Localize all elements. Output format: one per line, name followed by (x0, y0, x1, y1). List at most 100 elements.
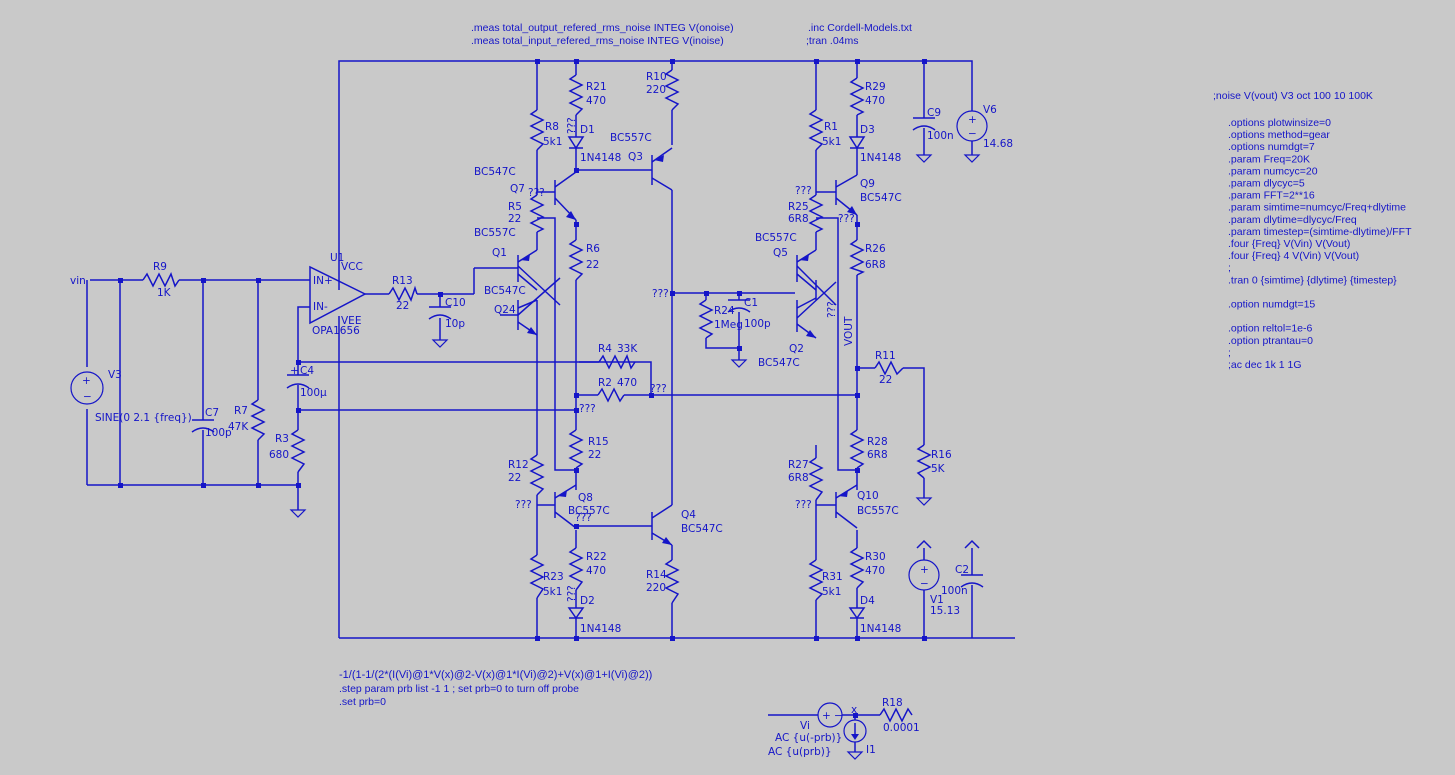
directive-option-line[interactable]: .four {Freq} V(Vin) V(Vout) (1228, 238, 1350, 250)
directive-option-line[interactable]: .param dlytime=dlycyc/Freq (1228, 214, 1357, 226)
Q8-probe-1: ??? (515, 499, 532, 511)
resistor-R18[interactable]: R18 0.0001 (879, 697, 920, 734)
directive-option-line[interactable]: ; (1228, 347, 1231, 359)
transistor-Q9[interactable]: Q9 BC547C ??? ??? (795, 174, 902, 225)
capacitor-C7[interactable]: C7 100p (191, 407, 232, 439)
current-source-I1[interactable]: I1 AC {u(prb)} (768, 719, 876, 758)
resistor-R4[interactable]: R4 33K (598, 343, 638, 370)
diode-D2[interactable]: D2 1N4148 ??? (566, 585, 621, 635)
directive-option-line[interactable]: .option ptrantau=0 (1228, 335, 1313, 347)
net-label-x: x (851, 704, 857, 716)
capacitor-C1[interactable]: C1 100p (727, 297, 771, 330)
source-V6[interactable]: + − V6 14.68 (956, 104, 1013, 150)
resistor-R7[interactable]: R7 47K (228, 399, 266, 441)
directive-option-line[interactable]: .param Freq=20K (1228, 153, 1310, 165)
svg-text:+: + (822, 710, 831, 722)
R4-name: R4 (598, 343, 612, 355)
directive-option-line[interactable]: .param numcyc=20 (1228, 165, 1318, 177)
resistor-R24[interactable]: R24 1Meg (698, 299, 743, 339)
R18-name: R18 (882, 697, 903, 709)
resistor-R9[interactable]: R9 1K (142, 261, 180, 299)
resistor-R30[interactable]: R30 470 (849, 547, 886, 589)
V3-value: SINE(0 2.1 {freq}) (95, 412, 192, 424)
directive-meas-input[interactable]: .meas total_input_refered_rms_noise INTE… (471, 35, 724, 47)
resistor-R28[interactable]: R28 6R8 (849, 429, 888, 469)
directive-option-line[interactable]: .four {Freq} 4 V(Vin) V(Vout) (1228, 250, 1359, 262)
resistor-R21[interactable]: R21 470 (568, 74, 607, 116)
D2-value: 1N4148 (580, 623, 621, 635)
Vi-value: AC {u(-prb)} (775, 732, 842, 744)
resistor-R14[interactable]: R14 220 (646, 559, 680, 604)
D2-name: D2 (580, 595, 595, 607)
directive-set[interactable]: .set prb=0 (339, 696, 386, 708)
directive-option-line[interactable]: .param dlycyc=5 (1228, 178, 1305, 190)
directive-option-line[interactable]: .options numdgt=7 (1228, 141, 1315, 153)
source-Vi[interactable]: + − Vi AC {u(-prb)} (775, 702, 843, 744)
capacitor-C4[interactable]: + C4 100µ (286, 365, 327, 399)
resistor-R29[interactable]: R29 470 (849, 77, 886, 116)
Q4-name: Q4 (681, 509, 696, 521)
source-V1[interactable]: + − V1 15.13 (908, 539, 960, 617)
directive-tran[interactable]: ;tran .04ms (806, 35, 859, 47)
source-V3[interactable]: + − V3 SINE(0 2.1 {freq}) (70, 369, 192, 424)
resistor-R27[interactable]: R27 6R8 (788, 457, 824, 501)
resistor-R11[interactable]: R11 22 (874, 350, 904, 386)
resistor-R10[interactable]: R10 220 (646, 69, 680, 111)
Q8-probe-2: ??? (575, 512, 592, 524)
resistor-R26[interactable]: R26 6R8 (849, 239, 886, 276)
resistor-R31[interactable]: R31 5k1 (808, 559, 843, 601)
directive-option-line[interactable]: .option reltol=1e-6 (1228, 323, 1313, 335)
directive-step[interactable]: .step param prb list -1 1 ; set prb=0 to… (339, 683, 579, 695)
spice-directives[interactable]: .meas total_output_refered_rms_noise INT… (339, 22, 1412, 708)
transistor-Q8[interactable]: Q8 BC557C ??? ??? (515, 484, 610, 529)
directive-options-block[interactable]: .options plotwinsize=0.options method=ge… (1228, 117, 1412, 371)
diode-D3[interactable]: D3 1N4148 (848, 124, 901, 164)
transistor-Q24[interactable]: BC547C Q24 (484, 285, 538, 336)
directive-option-line[interactable]: .options plotwinsize=0 (1228, 117, 1331, 129)
transistor-Q4[interactable]: Q4 BC547C (651, 504, 723, 546)
directive-option-line[interactable]: .option numdgt=15 (1228, 299, 1315, 311)
diode-D4[interactable]: D4 1N4148 (848, 595, 901, 635)
directive-formula[interactable]: -1/(1-1/(2*(I(Vi)@1*V(x)@2-V(x)@1*I(Vi)@… (339, 669, 652, 681)
resistor-R6[interactable]: R6 22 (568, 239, 600, 281)
Q10-probe: ??? (795, 499, 812, 511)
Q7-model: BC547C (474, 166, 516, 178)
capacitor-C10[interactable]: C10 10p (428, 297, 466, 330)
capacitor-C2[interactable]: C2 100n (941, 539, 984, 597)
resistor-R12[interactable]: R12 22 (508, 454, 545, 496)
transistor-Q10[interactable]: Q10 BC557C ??? (795, 484, 899, 529)
C4-value: 100µ (300, 387, 327, 399)
directive-option-line[interactable]: .param simtime=numcyc/Freq+dlytime (1228, 202, 1406, 214)
transistor-Q2[interactable]: Q2 BC547C ??? (758, 297, 838, 369)
resistor-R1[interactable]: R1 5k1 (808, 109, 841, 151)
transistor-Q3[interactable]: BC557C Q3 (610, 132, 673, 191)
directive-option-line[interactable]: .param timestep=(simtime-dlytime)/FFT (1228, 226, 1412, 238)
resistor-R22[interactable]: R22 470 (568, 547, 607, 591)
capacitor-C9[interactable]: C9 100n (912, 107, 954, 142)
opamp-U1[interactable]: U1 VCC IN+ IN- VEE OPA1656 (309, 252, 367, 337)
diode-D1[interactable]: D1 1N4148 ??? (566, 117, 621, 164)
directive-option-line[interactable]: .param FFT=2**16 (1228, 190, 1315, 202)
resistor-R16[interactable]: R16 5K (916, 444, 952, 479)
transistor-Q5[interactable]: BC557C Q5 (755, 232, 817, 291)
directive-inc[interactable]: .inc Cordell-Models.txt (808, 22, 912, 34)
resistor-R25[interactable]: R25 6R8 (788, 194, 824, 233)
resistor-R2[interactable]: R2 470 ??? ??? (579, 377, 667, 415)
directive-noise[interactable]: ;noise V(vout) V3 oct 100 10 100K (1213, 90, 1373, 102)
resistor-R15[interactable]: R15 22 (568, 429, 609, 469)
resistor-R13[interactable]: R13 22 (388, 275, 418, 312)
resistor-R8[interactable]: R8 5k1 (529, 109, 562, 151)
R29-name: R29 (865, 81, 886, 93)
resistor-R5[interactable]: R5 22 (508, 194, 545, 233)
R5-value: 22 (508, 213, 521, 225)
directive-option-line[interactable]: ; (1228, 262, 1231, 274)
directive-meas-output[interactable]: .meas total_output_refered_rms_noise INT… (471, 22, 734, 34)
directive-option-line[interactable]: .options method=gear (1228, 129, 1330, 141)
transistor-Q7[interactable]: BC547C Q7 ??? (474, 166, 577, 221)
directive-option-line[interactable]: .tran 0 {simtime} {dlytime} {timestep} (1228, 274, 1397, 286)
directive-option-line[interactable]: ;ac dec 1k 1 1G (1228, 359, 1302, 371)
transistor-Q1[interactable]: BC557C Q1 (474, 227, 538, 291)
resistor-R3[interactable]: R3 680 (269, 429, 306, 473)
resistor-R23[interactable]: R23 5k1 (529, 554, 564, 599)
